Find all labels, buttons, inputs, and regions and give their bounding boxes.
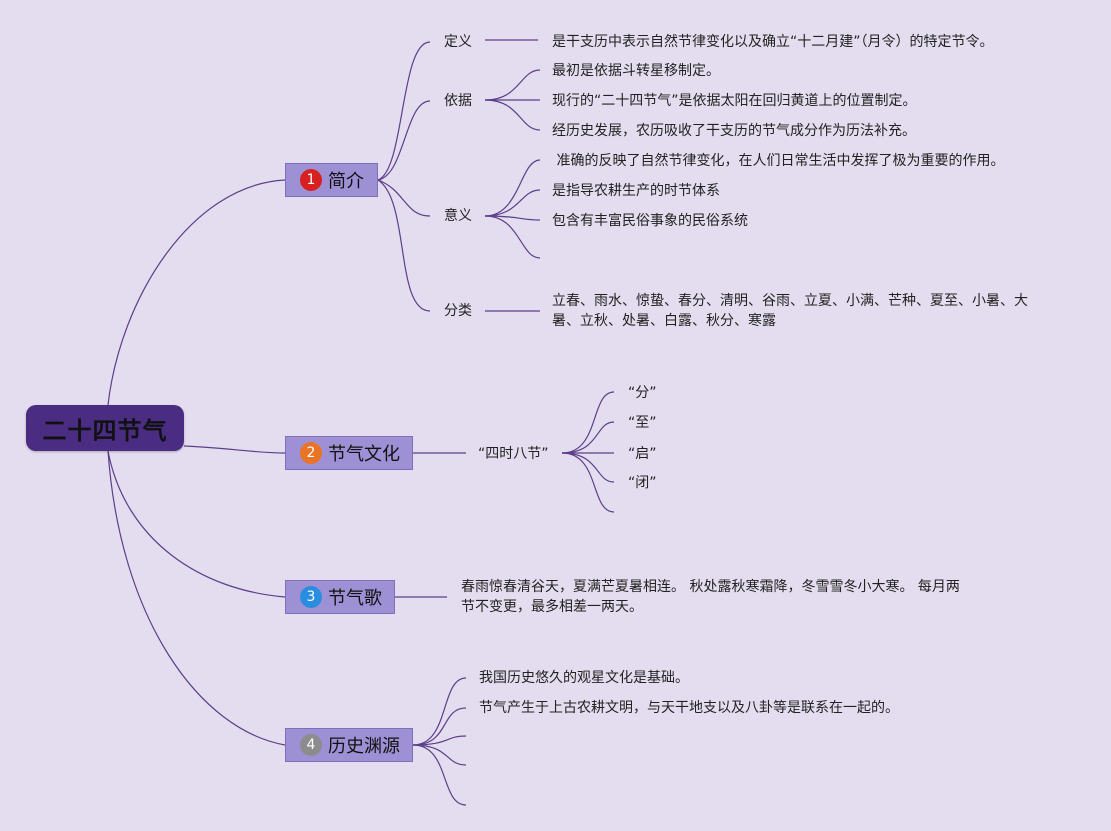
subtopic-classification[interactable]: 分类: [444, 303, 472, 319]
topic-culture[interactable]: 2 节气文化: [285, 436, 413, 470]
number-badge-1: 1: [300, 169, 322, 191]
number-badge-4: 4: [300, 734, 322, 756]
topic-label: 节气文化: [328, 444, 400, 465]
number-badge-2: 2: [300, 442, 322, 464]
topic-intro[interactable]: 1 简介: [285, 163, 378, 197]
leaf-text: “闭”: [628, 475, 657, 491]
leaf-text: “启”: [628, 446, 657, 462]
leaf-text: 是干支历中表示自然节律变化以及确立“十二月建”（月令）的特定节令。: [552, 34, 994, 50]
leaf-text: 节气产生于上古农耕文明，与天干地支以及八卦等是联系在一起的。: [479, 700, 899, 716]
subtopic-definition[interactable]: 定义: [444, 34, 472, 50]
topic-label: 简介: [328, 171, 364, 192]
root-node[interactable]: 二十四节气: [26, 405, 184, 451]
topic-label: 节气歌: [328, 588, 382, 609]
subtopic-basis[interactable]: 依据: [444, 93, 472, 109]
leaf-text: 经历史发展，农历吸收了干支历的节气成分作为历法补充。: [552, 123, 916, 139]
song-text: 春雨惊春清谷天，夏满芒夏暑相连。 秋处露秋寒霜降，冬雪雪冬小大寒。 每月两节不变…: [461, 579, 960, 615]
leaf-text: 包含有丰富民俗事象的民俗系统: [552, 213, 748, 229]
topic-history[interactable]: 4 历史渊源: [285, 728, 413, 762]
leaf-text: “分”: [628, 385, 657, 401]
subtopic-four-seasons[interactable]: “四时八节”: [478, 446, 549, 462]
leaf-text: 准确的反映了自然节律变化，在人们日常生活中发挥了极为重要的作用。: [552, 153, 1005, 169]
number-badge-3: 3: [300, 586, 322, 608]
subtopic-meaning[interactable]: 意义: [444, 208, 472, 224]
leaf-text: 是指导农耕生产的时节体系: [552, 183, 720, 199]
leaf-text: 现行的“二十四节气”是依据太阳在回归黄道上的位置制定。: [552, 93, 917, 109]
leaf-text: 立春、雨水、惊蛰、春分、清明、谷雨、立夏、小满、芒种、夏至、小暑、大暑、立秋、处…: [552, 293, 1028, 329]
topic-label: 历史渊源: [328, 736, 400, 757]
leaf-text: 我国历史悠久的观星文化是基础。: [479, 670, 689, 686]
leaf-text: 最初是依据斗转星移制定。: [552, 63, 720, 79]
leaf-text: “至”: [628, 415, 657, 431]
topic-song[interactable]: 3 节气歌: [285, 580, 395, 614]
